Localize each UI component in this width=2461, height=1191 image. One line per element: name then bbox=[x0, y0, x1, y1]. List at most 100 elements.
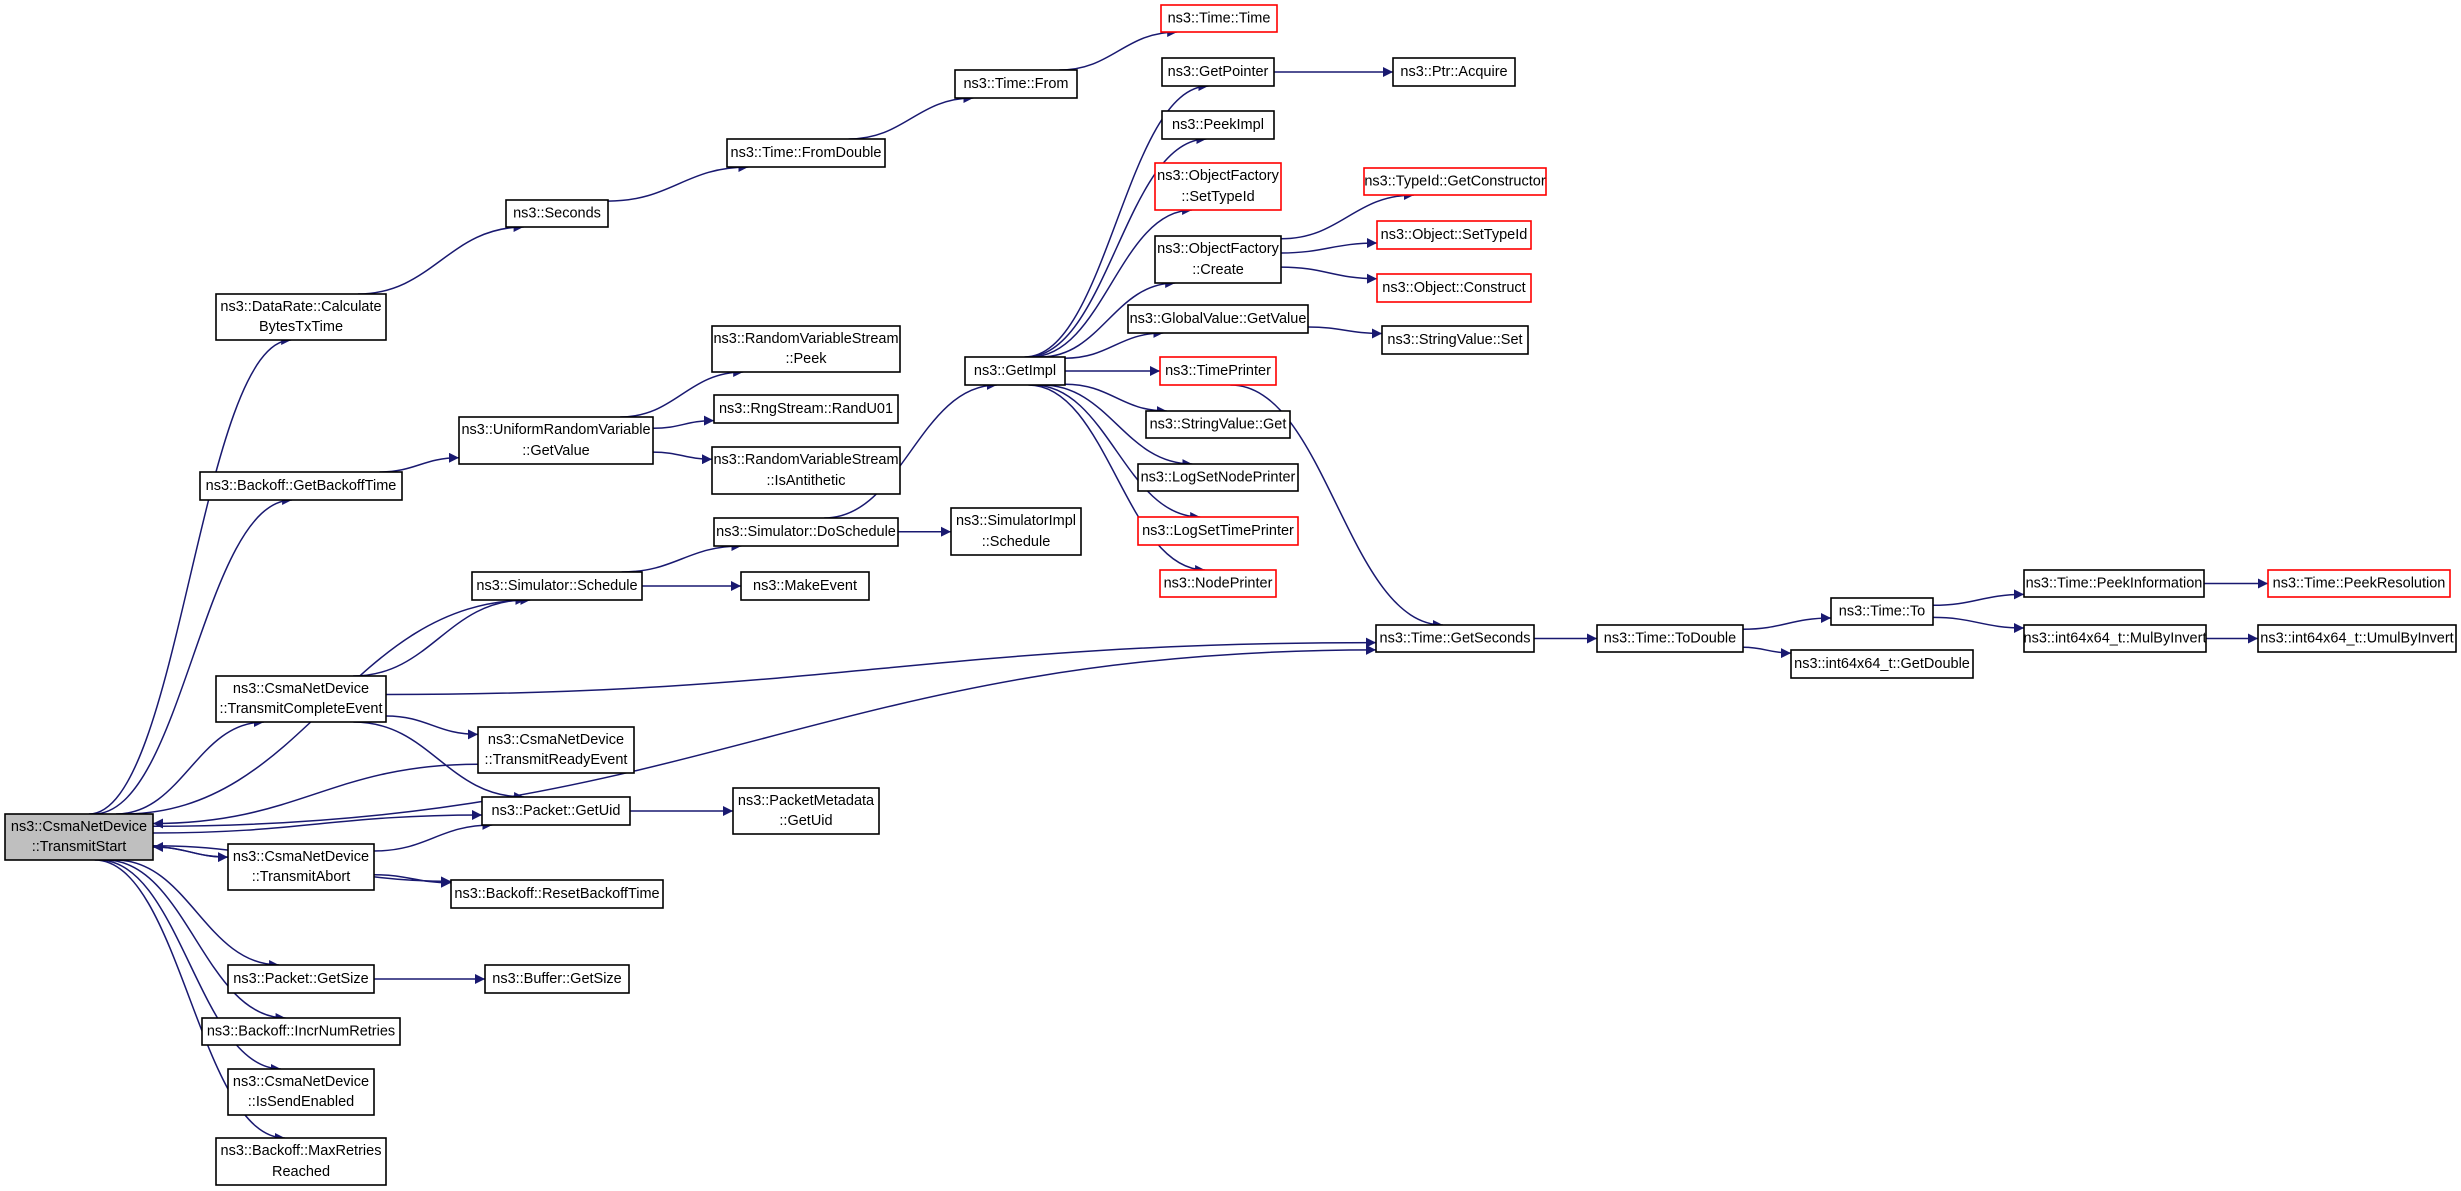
svg-text:ns3::Time::PeekInformation: ns3::Time::PeekInformation bbox=[2026, 576, 2203, 592]
node-ptr-acquire[interactable]: ns3::Ptr::Acquire bbox=[1392, 57, 1516, 87]
node-time-getseconds[interactable]: ns3::Time::GetSeconds bbox=[1375, 624, 1535, 653]
edge-getimpl-to-objfactory_settypeid bbox=[1030, 205, 1193, 358]
node-int64x64-mulbyinvert[interactable]: ns3::int64x64_t::MulByInvert bbox=[2023, 624, 2207, 653]
node-peekimpl[interactable]: ns3::PeekImpl bbox=[1161, 110, 1275, 140]
svg-text:ns3::PacketMetadata: ns3::PacketMetadata bbox=[738, 793, 875, 809]
node-csmanetdevice-transmitstart[interactable]: ns3::CsmaNetDevice ::TransmitStart bbox=[4, 813, 154, 861]
edge-timeprinter-to-time_getseconds bbox=[1230, 384, 1444, 630]
svg-text:ns3::ObjectFactory: ns3::ObjectFactory bbox=[1157, 241, 1279, 257]
svg-text:::SetTypeId: ::SetTypeId bbox=[1181, 189, 1254, 205]
node-objectfactory-create[interactable]: ns3::ObjectFactory ::Create bbox=[1154, 235, 1282, 284]
node-time-peekinformation[interactable]: ns3::Time::PeekInformation bbox=[2023, 569, 2205, 598]
node-int64x64-umulbyinvert[interactable]: ns3::int64x64_t::UmulByInvert bbox=[2257, 624, 2457, 653]
edge-csma_transmitcomplete-to-time_getseconds bbox=[385, 637, 1377, 696]
node-randomvariablestream-isantithetic[interactable]: ns3::RandomVariableStream ::IsAntithetic bbox=[711, 446, 901, 495]
node-nodeprinter[interactable]: ns3::NodePrinter bbox=[1159, 569, 1277, 598]
node-time-fromdouble[interactable]: ns3::Time::FromDouble bbox=[726, 138, 886, 168]
edge-root-to-backoff_incrnumretries bbox=[105, 859, 286, 1023]
node-csmanetdevice-issendenabled[interactable]: ns3::CsmaNetDevice ::IsSendEnabled bbox=[227, 1068, 375, 1116]
svg-text:ns3::RandomVariableStream: ns3::RandomVariableStream bbox=[713, 331, 898, 347]
svg-text:ns3::CsmaNetDevice: ns3::CsmaNetDevice bbox=[488, 732, 624, 748]
node-simulatorimpl-schedule[interactable]: ns3::SimulatorImpl ::Schedule bbox=[950, 507, 1082, 556]
svg-text:Reached: Reached bbox=[272, 1164, 330, 1180]
node-stringvalue-get[interactable]: ns3::StringValue::Get bbox=[1145, 410, 1291, 439]
svg-text:ns3::Simulator::DoSchedule: ns3::Simulator::DoSchedule bbox=[716, 524, 896, 540]
node-getimpl[interactable]: ns3::GetImpl bbox=[964, 356, 1066, 386]
svg-text:::IsSendEnabled: ::IsSendEnabled bbox=[248, 1094, 354, 1110]
svg-text:ns3::TypeId::GetConstructor: ns3::TypeId::GetConstructor bbox=[1364, 174, 1546, 190]
svg-text:ns3::Backoff::ResetBackoffTime: ns3::Backoff::ResetBackoffTime bbox=[454, 886, 659, 902]
node-uniformrandomvariable-getvalue[interactable]: ns3::UniformRandomVariable ::GetValue bbox=[458, 416, 654, 465]
node-object-construct[interactable]: ns3::Object::Construct bbox=[1376, 273, 1532, 303]
node-backoff-incrnumretries[interactable]: ns3::Backoff::IncrNumRetries bbox=[201, 1017, 401, 1046]
edge-getimpl-to-globalvalue_getvalue bbox=[1064, 328, 1164, 359]
svg-text:ns3::NodePrinter: ns3::NodePrinter bbox=[1164, 576, 1273, 592]
svg-text:ns3::Packet::GetSize: ns3::Packet::GetSize bbox=[233, 971, 368, 987]
node-logsetnodeprinter[interactable]: ns3::LogSetNodePrinter bbox=[1137, 463, 1299, 492]
edge-time_todouble-to-int64_getdouble bbox=[1742, 646, 1792, 659]
svg-text:::IsAntithetic: ::IsAntithetic bbox=[767, 473, 846, 489]
edge-root-to-backoff_getbackofftime bbox=[93, 495, 293, 815]
edge-simulator_schedule-to-simulator_doschedule bbox=[621, 541, 742, 573]
svg-text:ns3::Time::Time: ns3::Time::Time bbox=[1168, 11, 1271, 27]
node-typeid-getconstructor[interactable]: ns3::TypeId::GetConstructor bbox=[1363, 167, 1547, 196]
svg-text:ns3::Object::Construct: ns3::Object::Construct bbox=[1382, 280, 1525, 296]
node-simulator-doschedule[interactable]: ns3::Simulator::DoSchedule bbox=[713, 517, 899, 547]
node-backoff-maxretriesreached[interactable]: ns3::Backoff::MaxRetries Reached bbox=[215, 1137, 387, 1186]
edge-time_todouble-to-time_to bbox=[1742, 613, 1832, 630]
node-backoff-resetbackofftime[interactable]: ns3::Backoff::ResetBackoffTime bbox=[450, 879, 664, 909]
svg-text:ns3::Time::FromDouble: ns3::Time::FromDouble bbox=[731, 145, 882, 161]
node-backoff-getbackofftime[interactable]: ns3::Backoff::GetBackoffTime bbox=[199, 471, 403, 501]
node-stringvalue-set[interactable]: ns3::StringValue::Set bbox=[1381, 325, 1529, 355]
node-time-time[interactable]: ns3::Time::Time bbox=[1160, 4, 1278, 33]
svg-text:ns3::ObjectFactory: ns3::ObjectFactory bbox=[1157, 168, 1279, 184]
node-packet-getuid[interactable]: ns3::Packet::GetUid bbox=[481, 796, 631, 826]
node-csmanetdevice-transmitabort[interactable]: ns3::CsmaNetDevice ::TransmitAbort bbox=[227, 843, 375, 891]
svg-text:::GetValue: ::GetValue bbox=[522, 443, 589, 459]
svg-text:ns3::CsmaNetDevice: ns3::CsmaNetDevice bbox=[233, 681, 369, 697]
node-time-to[interactable]: ns3::Time::To bbox=[1830, 597, 1934, 626]
svg-text:::Schedule: ::Schedule bbox=[982, 534, 1051, 550]
node-time-from[interactable]: ns3::Time::From bbox=[954, 69, 1078, 99]
node-int64x64-getdouble[interactable]: ns3::int64x64_t::GetDouble bbox=[1790, 649, 1974, 679]
svg-text:ns3::int64x64_t::GetDouble: ns3::int64x64_t::GetDouble bbox=[1794, 656, 1970, 672]
node-packet-getsize[interactable]: ns3::Packet::GetSize bbox=[227, 964, 375, 994]
node-getpointer[interactable]: ns3::GetPointer bbox=[1161, 57, 1275, 87]
call-nodes: ns3::CsmaNetDevice ::TransmitStart ns3::… bbox=[4, 4, 2457, 1186]
edge-root-to-packet_getsize bbox=[114, 859, 280, 970]
node-rngstream-randu01[interactable]: ns3::RngStream::RandU01 bbox=[713, 394, 899, 424]
node-randomvariablestream-peek[interactable]: ns3::RandomVariableStream ::Peek bbox=[711, 325, 901, 373]
svg-text:ns3::CsmaNetDevice: ns3::CsmaNetDevice bbox=[11, 819, 147, 835]
node-packetmetadata-getuid[interactable]: ns3::PacketMetadata ::GetUid bbox=[732, 787, 880, 835]
edge-csma_transmitabort-to-root bbox=[152, 842, 229, 858]
node-objectfactory-settypeid[interactable]: ns3::ObjectFactory ::SetTypeId bbox=[1154, 162, 1282, 211]
svg-text:ns3::Time::From: ns3::Time::From bbox=[963, 76, 1068, 92]
node-datarate-calculatebytestxtime[interactable]: ns3::DataRate::Calculate BytesTxTime bbox=[215, 293, 387, 341]
edge-csma_transmitcomplete-to-simulator_schedule bbox=[353, 595, 526, 677]
svg-text:ns3::PeekImpl: ns3::PeekImpl bbox=[1172, 117, 1264, 133]
svg-text:ns3::StringValue::Get: ns3::StringValue::Get bbox=[1150, 417, 1287, 433]
svg-text:ns3::int64x64_t::MulByInvert: ns3::int64x64_t::MulByInvert bbox=[2024, 631, 2207, 647]
svg-text:ns3::SimulatorImpl: ns3::SimulatorImpl bbox=[956, 513, 1076, 529]
node-time-peekresolution[interactable]: ns3::Time::PeekResolution bbox=[2267, 569, 2451, 598]
svg-text:BytesTxTime: BytesTxTime bbox=[259, 319, 343, 335]
node-buffer-getsize[interactable]: ns3::Buffer::GetSize bbox=[484, 964, 630, 994]
node-simulator-schedule[interactable]: ns3::Simulator::Schedule bbox=[471, 571, 643, 601]
edge-time_from-to-time_time bbox=[1059, 27, 1178, 71]
svg-text:::Peek: ::Peek bbox=[785, 351, 827, 367]
svg-text:ns3::LogSetTimePrinter: ns3::LogSetTimePrinter bbox=[1142, 523, 1294, 539]
node-timeprinter[interactable]: ns3::TimePrinter bbox=[1159, 356, 1277, 386]
edge-root-to-backoff_maxretries bbox=[94, 859, 285, 1143]
node-globalvalue-getvalue[interactable]: ns3::GlobalValue::GetValue bbox=[1127, 304, 1309, 334]
node-seconds[interactable]: ns3::Seconds bbox=[505, 199, 609, 228]
edge-root-to-time_getseconds bbox=[152, 644, 1377, 828]
node-logsettimeprinter[interactable]: ns3::LogSetTimePrinter bbox=[1137, 516, 1299, 546]
node-csmanetdevice-transmitreadyevent[interactable]: ns3::CsmaNetDevice ::TransmitReadyEvent bbox=[477, 726, 635, 774]
node-makeevent[interactable]: ns3::MakeEvent bbox=[740, 571, 870, 601]
edge-csma_transmitcomplete-to-csma_transmitready bbox=[385, 715, 479, 740]
edge-getimpl-to-peekimpl bbox=[1026, 134, 1207, 358]
svg-text:::TransmitCompleteEvent: ::TransmitCompleteEvent bbox=[219, 701, 382, 717]
node-object-settypeid[interactable]: ns3::Object::SetTypeId bbox=[1376, 220, 1532, 250]
node-time-todouble[interactable]: ns3::Time::ToDouble bbox=[1596, 624, 1744, 653]
node-csmanetdevice-transmitcompleteevent[interactable]: ns3::CsmaNetDevice ::TransmitCompleteEve… bbox=[215, 675, 387, 723]
